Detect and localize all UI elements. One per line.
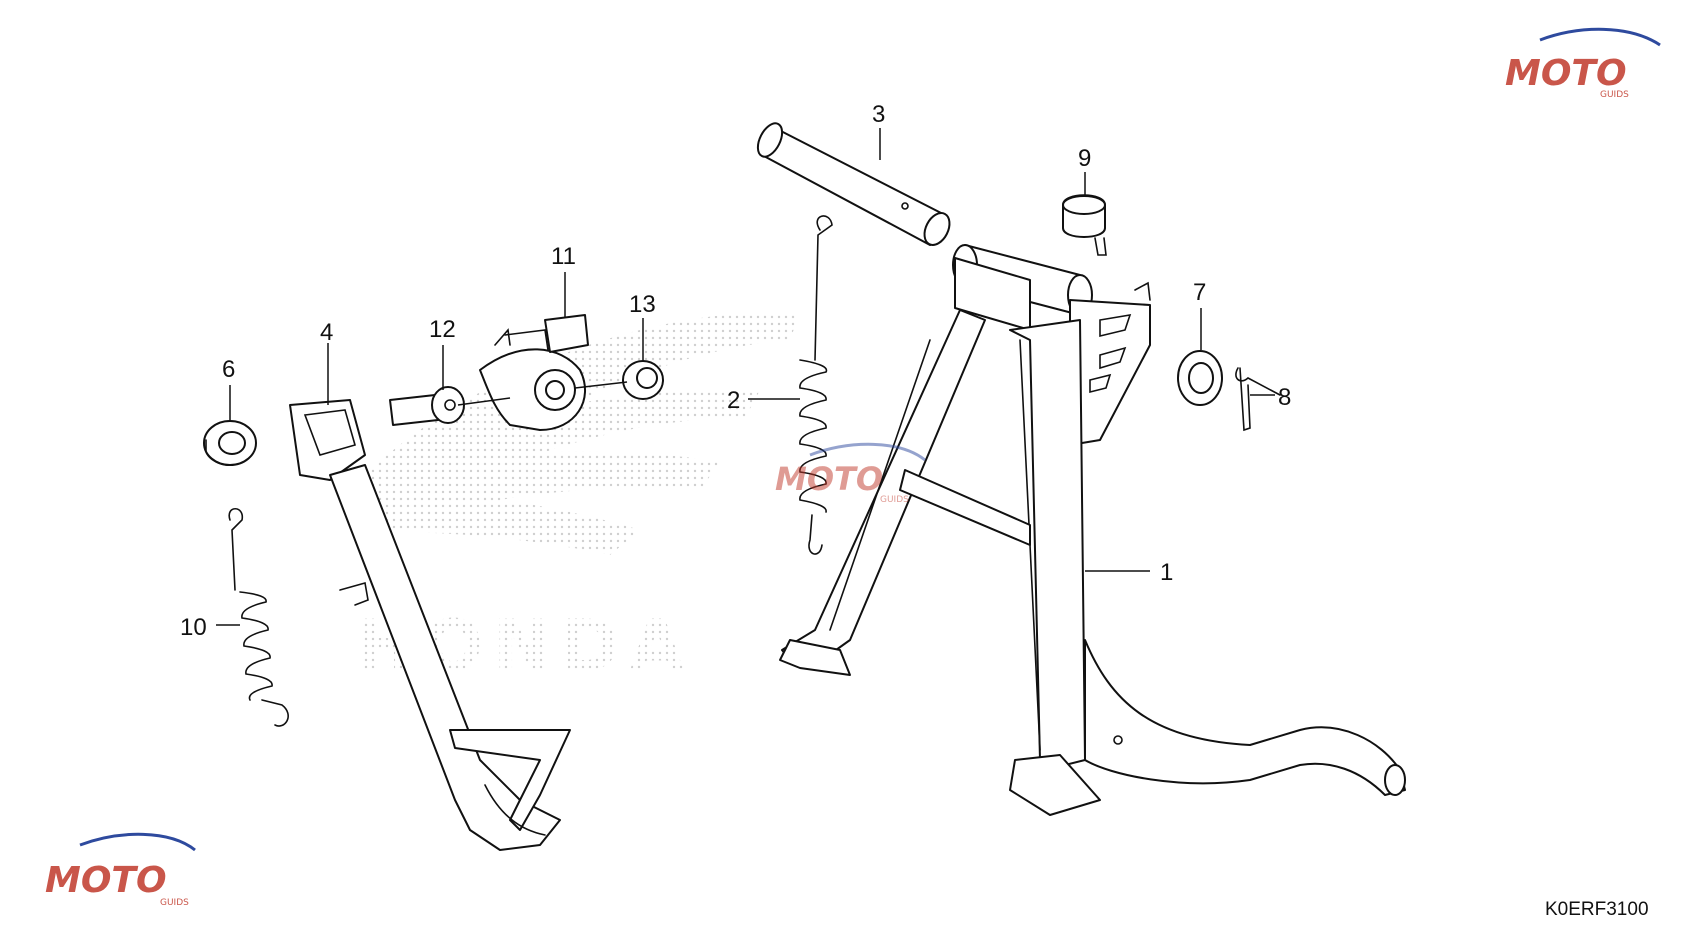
- callout-1: 1: [1160, 559, 1173, 586]
- watermark-center: MOTO GUIDS: [775, 442, 926, 505]
- cotter-pin-icon: [1235, 367, 1281, 432]
- drawing-code: K0ERF3100: [1545, 899, 1649, 920]
- flange-nut-icon: [622, 360, 664, 400]
- watermark-swoosh-icon: [1539, 27, 1661, 47]
- callout-6: 6: [222, 356, 235, 383]
- pivot-pin-icon: [756, 122, 951, 246]
- callout-10: 10: [180, 614, 207, 641]
- knob-bolt-icon: [1062, 194, 1107, 256]
- collar-bolt-icon: [389, 386, 465, 426]
- callout-3: 3: [872, 101, 885, 128]
- callout-7: 7: [1193, 279, 1206, 306]
- callout-13: 13: [629, 291, 656, 318]
- callout-4: 4: [320, 319, 333, 346]
- sidestand-switch-icon: [479, 314, 589, 431]
- watermark-brand-center: MOTO: [775, 460, 883, 498]
- callout-11: 11: [551, 243, 576, 270]
- callout-8: 8: [1278, 384, 1291, 411]
- watermark-sub-bottom: GUIDS: [160, 898, 189, 908]
- watermark-brand-bottom: MOTO: [45, 860, 167, 901]
- callout-2: 2: [727, 387, 740, 414]
- leader-lines: [216, 128, 1275, 626]
- side-stand-icon: [289, 399, 571, 851]
- watermark-swoosh-icon-bottom: [79, 832, 196, 852]
- watermark-swoosh-icon-center: [809, 442, 926, 462]
- watermark-top-right: MOTO GUIDS: [1505, 27, 1661, 100]
- rubber-stopper-icon: [203, 420, 257, 466]
- spring-icon: [799, 215, 833, 555]
- washer-icon: [1177, 350, 1223, 406]
- watermark-sub-center: GUIDS: [880, 495, 909, 505]
- callout-9: 9: [1078, 145, 1091, 172]
- watermark-bottom-left: MOTO GUIDS: [45, 832, 196, 908]
- watermark-sub: GUIDS: [1600, 90, 1629, 100]
- center-stand-icon: [779, 244, 1406, 816]
- spring-icon-small: [228, 507, 289, 727]
- callout-12: 12: [429, 316, 456, 343]
- callout-labels: 1 2 3 4 6 7 8 9 10 11 12 13: [180, 101, 1291, 641]
- watermark-brand: MOTO: [1505, 53, 1627, 94]
